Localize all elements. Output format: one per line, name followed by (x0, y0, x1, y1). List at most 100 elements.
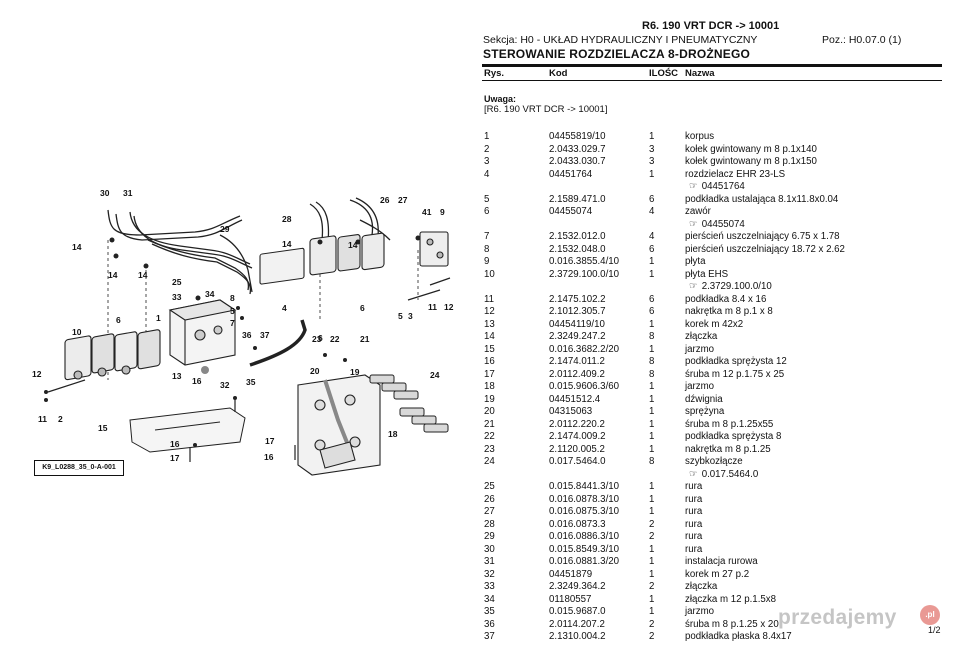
part-reference[interactable]: ☞04451764 (689, 181, 745, 194)
callout-14c: 14 (138, 270, 148, 280)
part-reference[interactable]: ☞0.017.5464.0 (689, 469, 758, 482)
part-name: korpus (685, 131, 715, 142)
callout-16: 16 (192, 376, 202, 386)
part-name: podkładka płaska 8.4x17 (685, 631, 792, 642)
part-position: 28 (484, 518, 495, 530)
watermark-text: przedajemy (778, 606, 897, 629)
part-name: rura (685, 506, 703, 517)
callout-33: 33 (172, 292, 182, 302)
part-name: dźwignia (685, 393, 723, 405)
part-code: 04455074 (549, 206, 593, 217)
part-name: kołek gwintowany m 8 p.1x150 (685, 156, 817, 167)
callout-11b: 11 (38, 414, 47, 424)
part-position: 21 (484, 418, 495, 430)
callout-36: 36 (242, 330, 252, 340)
part-name: podkładka sprężysta 8 (685, 431, 782, 442)
part-code: 04315063 (549, 406, 593, 417)
part-code: 2.1474.011.2 (549, 356, 605, 367)
part-name: korek m 42x2 (685, 318, 744, 330)
callout-16b: 16 (170, 439, 180, 449)
part-position: 13 (484, 318, 495, 330)
part-code: 0.016.3682.2/20 (549, 343, 620, 355)
part-name: jarzmo (685, 343, 715, 355)
part-quantity: 6 (649, 293, 655, 305)
callout-35: 35 (246, 377, 256, 387)
stud-2 (47, 379, 86, 393)
callout-1: 1 (156, 313, 161, 323)
part-name: szybkozłącze (685, 456, 743, 467)
callout-4: 4 (282, 303, 287, 313)
part-quantity: 1 (649, 568, 655, 580)
part-reference[interactable]: ☞04455074 (689, 219, 745, 232)
part-quantity: 1 (649, 593, 655, 605)
part-position: 25 (484, 481, 495, 492)
part-position: 4 (484, 168, 490, 180)
part-quantity: 1 (649, 318, 655, 330)
part-reference-row: ☞04451764 (484, 181, 944, 194)
callout-27: 27 (398, 195, 408, 205)
part-name: rura (685, 481, 703, 492)
part-position: 8 (484, 243, 490, 255)
part-position: 29 (484, 531, 495, 542)
part-name: płyta EHS (685, 268, 729, 280)
part-name: pierścień uszczelniający 6.75 x 1.78 (685, 231, 840, 242)
part-name: pierścień uszczelniający 18.72 x 2.62 (685, 243, 845, 255)
part-position: 15 (484, 343, 495, 355)
part-position: 24 (484, 456, 495, 467)
pipe-28 (309, 203, 324, 241)
part-code: 2.1474.009.2 (549, 431, 606, 442)
callout-7: 7 (230, 318, 235, 328)
pointing-hand-icon: ☞ (689, 281, 698, 292)
callout-25: 25 (172, 277, 182, 287)
part-reference[interactable]: ☞2.3729.100.0/10 (689, 281, 772, 294)
part-quantity: 1 (649, 406, 655, 417)
part-quantity: 6 (649, 306, 655, 317)
part-position: 10 (484, 268, 495, 280)
bracket-18 (297, 374, 381, 476)
part-code: 01180557 (549, 593, 592, 605)
note-text: [R6. 190 VRT DCR -> 10001] (484, 104, 608, 115)
part-quantity: 1 (649, 168, 655, 180)
note-label: Uwaga: (484, 94, 517, 104)
column-header-name: Nazwa (685, 68, 715, 79)
part-quantity: 1 (649, 543, 655, 555)
part-position: 6 (484, 206, 490, 217)
pointing-hand-icon: ☞ (689, 468, 698, 480)
callout-17b: 17 (265, 436, 275, 446)
part-position: 27 (484, 506, 495, 517)
part-position: 7 (484, 231, 490, 242)
part-code: 0.016.0875.3/10 (549, 506, 620, 517)
section-label: Sekcja: H0 - UKŁAD HYDRAULICZNY I PNEUMA… (483, 34, 758, 46)
exploded-view-diagram: 30 31 14 14 14 29 25 33 34 8 5 7 1 6 10 … (20, 180, 460, 480)
part-quantity: 1 (649, 556, 655, 567)
valve-stack-left (64, 329, 161, 381)
part-reference-code: 2.3729.100.0/10 (701, 281, 772, 292)
callout-19: 19 (350, 367, 360, 377)
part-code: 0.015.8441.3/10 (549, 481, 620, 492)
part-quantity: 4 (649, 231, 655, 242)
part-code: 2.1120.005.2 (549, 443, 605, 455)
pipe-27 (359, 219, 391, 241)
part-code: 2.1012.305.7 (549, 306, 606, 317)
part-code: 0.016.3855.4/10 (549, 256, 620, 267)
part-name: śruba m 8 p.1.25 x 20 (685, 618, 779, 630)
part-position: 30 (484, 543, 495, 555)
part-name: podkładka 8.4 x 16 (685, 293, 767, 305)
part-quantity: 8 (649, 331, 655, 342)
part-code: 04454119/10 (549, 318, 605, 330)
